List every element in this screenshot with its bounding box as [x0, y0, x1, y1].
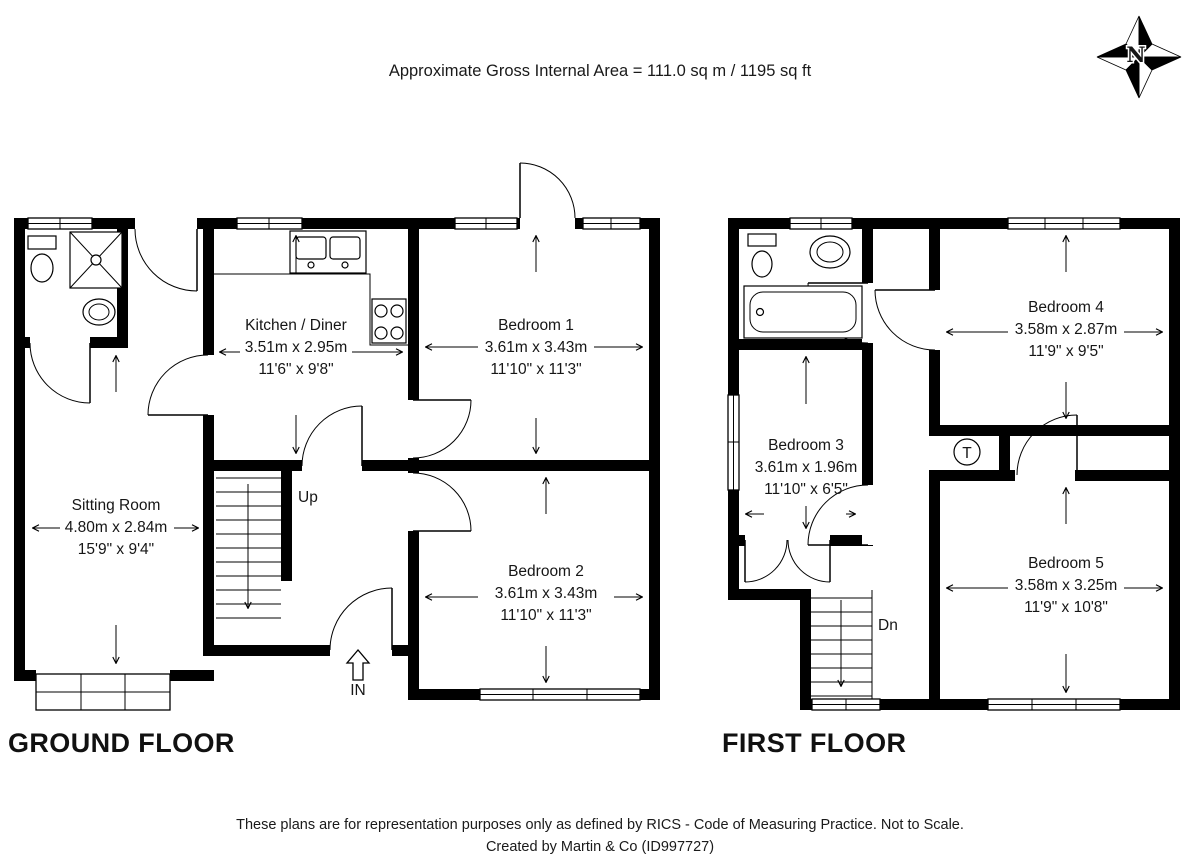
room-dims-metric: 3.58m x 3.25m: [1015, 577, 1118, 594]
room-label-bedroom2: Bedroom 2: [508, 563, 584, 580]
room-label-bedroom1: Bedroom 1: [498, 317, 574, 334]
toilet-cistern: [747, 233, 777, 247]
disclaimer-text: These plans are for representation purpo…: [236, 817, 964, 833]
room-dims-imperial: 11'9" x 10'8": [1024, 599, 1108, 616]
toilet-bowl: [751, 250, 773, 278]
entrance-arrow-icon: [345, 648, 371, 681]
room-dims-imperial: 11'9" x 9'5": [1028, 343, 1103, 360]
room-dims-metric: 3.51m x 2.95m: [245, 339, 348, 356]
first-floor-doors: [744, 282, 1078, 583]
first-floor-plan: T Bedroom 4 3.58m x 2.87m 11'9" x 9'5": [727, 217, 1180, 711]
first-floor-labels: Bedroom 4 3.58m x 2.87m 11'9" x 9'5" Bed…: [755, 299, 1118, 634]
shower-head: [90, 254, 102, 266]
ground-floor-windows: [27, 217, 641, 711]
first-floor-dimension-arrows: [746, 236, 1162, 692]
room-dims-imperial: 11'6" x 9'8": [258, 361, 333, 378]
first-floor-title: FIRST FLOOR: [722, 728, 907, 758]
bath-tap: [755, 307, 765, 317]
room-dims-imperial: 11'10" x 11'3": [500, 607, 591, 624]
stairs-down-label: Dn: [878, 617, 898, 634]
room-dims-metric: 3.61m x 3.43m: [495, 585, 598, 602]
gross-area-text: Approximate Gross Internal Area = 111.0 …: [388, 62, 812, 80]
ground-floor-bathroom-fixtures: [27, 231, 123, 326]
tank-label: T: [962, 445, 972, 462]
ground-floor-title: GROUND FLOOR: [8, 728, 235, 758]
room-dims-imperial: 11'10" x 6'5": [764, 481, 848, 498]
tank-cupboard: T: [953, 438, 981, 466]
room-dims-imperial: 15'9" x 9'4": [78, 541, 154, 558]
sink-basin: [329, 236, 361, 260]
compass-icon: N: [1096, 15, 1182, 99]
room-label-bedroom3: Bedroom 3: [768, 437, 844, 454]
ground-floor-doors: [29, 162, 576, 651]
entrance-in-label: IN: [350, 682, 366, 699]
first-floor-bathroom-fixtures: [743, 233, 863, 339]
room-label-kitchen: Kitchen / Diner: [245, 317, 347, 334]
first-floor-stairs: [811, 590, 873, 699]
room-dims-metric: 3.61m x 1.96m: [755, 459, 858, 476]
sink-basin: [295, 236, 327, 260]
first-floor-windows: [727, 217, 1121, 711]
toilet-bowl: [30, 253, 54, 283]
room-dims-metric: 3.61m x 3.43m: [485, 339, 588, 356]
ground-floor-dimension-arrows: [33, 236, 642, 682]
room-dims-imperial: 11'10" x 11'3": [490, 361, 581, 378]
room-dims-metric: 4.80m x 2.84m: [65, 519, 168, 536]
room-label-bedroom5: Bedroom 5: [1028, 555, 1104, 572]
credit-text: Created by Martin & Co (ID997727): [485, 839, 715, 855]
room-label-sitting-room: Sitting Room: [72, 497, 161, 514]
ground-floor-labels: Kitchen / Diner 3.51m x 2.95m 11'6" x 9'…: [65, 317, 598, 699]
room-dims-metric: 3.58m x 2.87m: [1015, 321, 1118, 338]
first-floor-door-openings: [745, 283, 1075, 546]
room-label-bedroom4: Bedroom 4: [1028, 299, 1104, 316]
ground-floor-stairs: [216, 477, 281, 619]
stairs-up-label: Up: [298, 489, 318, 506]
ground-floor-plan: Kitchen / Diner 3.51m x 2.95m 11'6" x 9'…: [14, 162, 660, 711]
toilet-cistern: [27, 235, 57, 250]
compass-north-label: N: [1126, 42, 1145, 67]
ground-floor-kitchen-fixtures: [214, 230, 408, 346]
